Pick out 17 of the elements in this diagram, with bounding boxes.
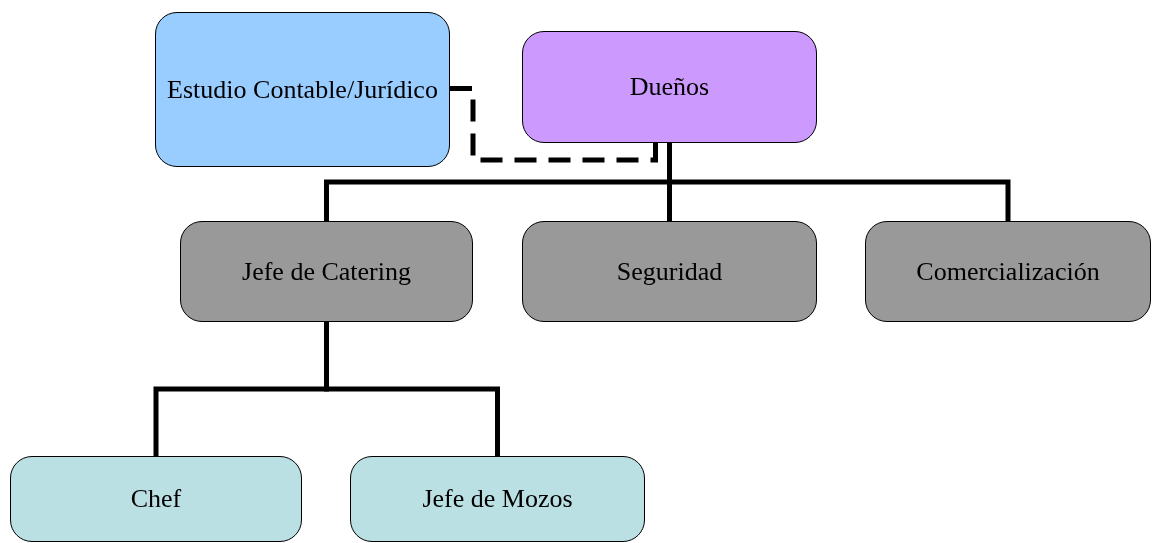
box-label: Seguridad <box>615 255 724 288</box>
org-box <box>865 221 1151 322</box>
connector-line <box>667 143 1011 221</box>
org-box <box>350 456 645 542</box>
box-label: Dueños <box>628 71 711 103</box>
org-box <box>10 456 302 542</box>
org-box <box>522 221 817 322</box>
org-box <box>522 31 817 143</box>
org-box <box>155 12 450 167</box>
box-label: Chef <box>129 483 183 515</box>
connector-line <box>324 322 500 456</box>
box-label: Jefe de Mozos <box>421 483 574 515</box>
box-label: Estudio Contable/Jurídico <box>166 73 439 106</box>
box-label: Jefe de Catering <box>241 255 412 288</box>
dashed-connector <box>450 86 658 163</box>
org-box <box>180 221 473 322</box>
box-label: Comercialización <box>915 255 1101 288</box>
